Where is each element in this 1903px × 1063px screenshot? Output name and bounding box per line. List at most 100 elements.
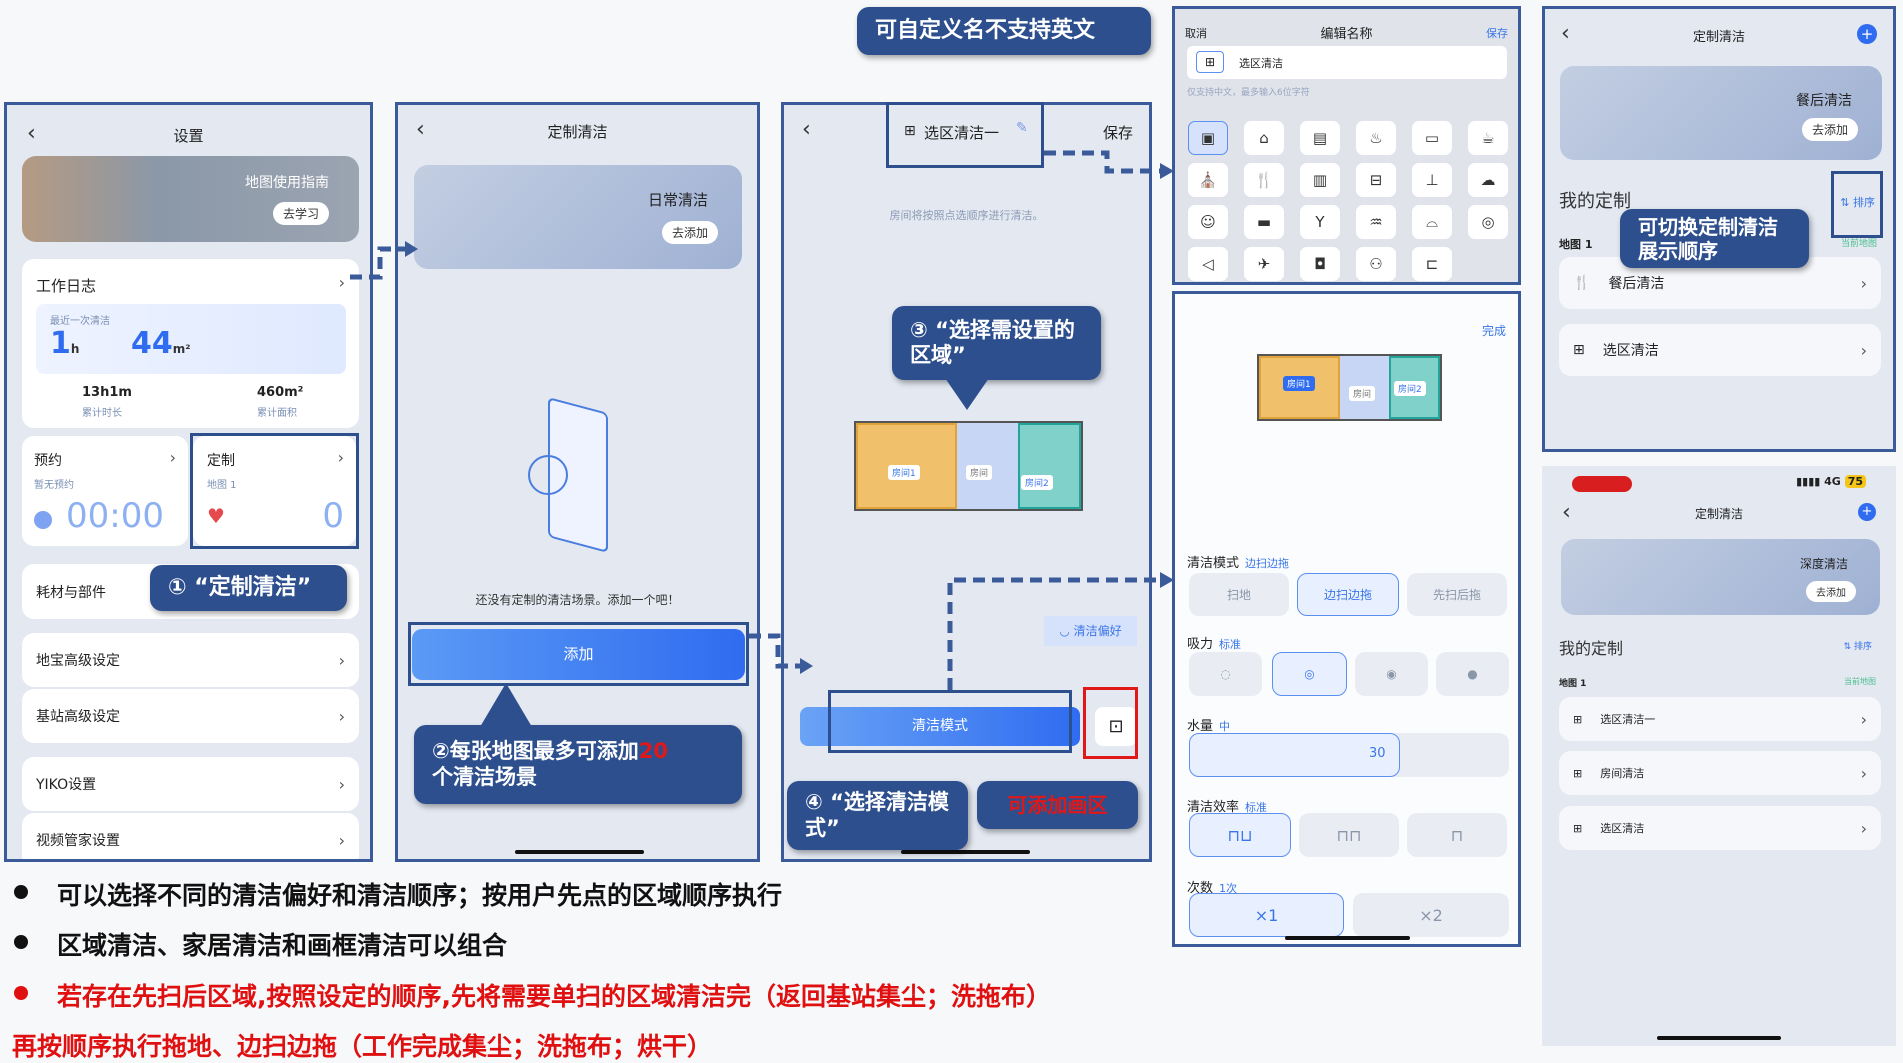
fork-knife-icon: 🍴 xyxy=(1573,275,1591,291)
scene-icon-option[interactable]: ☁ xyxy=(1468,163,1508,197)
back-icon[interactable]: ‹ xyxy=(802,117,811,142)
room-map-mini: 房间1 房间 房间2 xyxy=(1257,354,1442,421)
sort-button[interactable]: ⇅ 排序 xyxy=(1843,642,1872,652)
add-area-highlight xyxy=(1083,687,1138,759)
add-area-button[interactable]: ⊡ xyxy=(1095,707,1137,746)
custom-title: 定制 xyxy=(207,453,235,469)
scene-icon-option[interactable]: ⌓ xyxy=(1412,205,1452,239)
settings-item-yiko[interactable]: YIKO设置› xyxy=(22,757,359,811)
go-add-button[interactable]: 去添加 xyxy=(1806,581,1856,602)
count-1[interactable]: ×1 xyxy=(1189,893,1344,937)
scene-icon-option[interactable]: ▣ xyxy=(1188,121,1228,155)
area-value: 44 xyxy=(131,326,173,361)
scene-icon-option[interactable]: ⊟ xyxy=(1356,163,1396,197)
learn-button[interactable]: 去学习 xyxy=(272,202,329,225)
mode-sweep[interactable]: 扫地 xyxy=(1189,573,1289,616)
scene-icon-option[interactable]: ◘ xyxy=(1300,247,1340,281)
suction-standard[interactable]: ◎ xyxy=(1272,652,1347,696)
page-title: 定制清洁 xyxy=(1692,30,1745,45)
add-button[interactable]: 添加 xyxy=(412,629,745,680)
scene-icon-option[interactable]: ⚇ xyxy=(1356,247,1396,281)
daily-clean-banner[interactable]: 日常清洁 去添加 xyxy=(414,165,742,269)
settings-item-station[interactable]: 基站高级设定› xyxy=(22,689,359,743)
clean-mode-button[interactable]: 清洁模式 xyxy=(800,707,1080,746)
scene-icon-option[interactable]: ♨ xyxy=(1356,121,1396,155)
scene-icon-option[interactable]: 🍴 xyxy=(1244,163,1284,197)
scene-icon-option[interactable]: Y xyxy=(1300,205,1340,239)
mode-label: 清洁模式边扫边拖 xyxy=(1187,552,1289,571)
back-icon[interactable]: ‹ xyxy=(1562,500,1571,525)
map-label: 地图 1 xyxy=(1559,679,1587,689)
recording-indicator xyxy=(1572,476,1632,492)
custom-item[interactable]: ⊞房间清洁› xyxy=(1559,751,1881,795)
fan-icon: ◎ xyxy=(1304,667,1315,681)
custom-item[interactable]: ⊞选区清洁› xyxy=(1559,806,1881,850)
room-1[interactable] xyxy=(856,423,958,509)
back-icon[interactable]: ‹ xyxy=(416,117,425,142)
chevron-right-icon: › xyxy=(338,273,345,292)
suction-max[interactable]: ● xyxy=(1436,652,1509,696)
scene-icon-option[interactable]: ♒ xyxy=(1356,205,1396,239)
scene-icon-option[interactable]: ▥ xyxy=(1300,163,1340,197)
status-bar: ▮▮▮▮ 4G 75 xyxy=(1796,475,1866,488)
scene-icon-option[interactable]: ☺ xyxy=(1188,205,1228,239)
add-icon[interactable]: + xyxy=(1857,24,1877,44)
pref-chip[interactable]: ◡ 清洁偏好 xyxy=(1044,616,1137,646)
mode-sweep-mop[interactable]: 边扫边拖 xyxy=(1297,573,1399,616)
mode-sweep-then-mop[interactable]: 先扫后拖 xyxy=(1407,573,1507,616)
room-3[interactable] xyxy=(1018,423,1081,509)
custom-card[interactable]: 定制 › 地图 1 ♥ 0 xyxy=(193,436,356,546)
count-2[interactable]: ×2 xyxy=(1353,893,1509,937)
custom-item[interactable]: ⊞选区清洁› xyxy=(1559,324,1881,376)
scene-icon-option[interactable]: ✈ xyxy=(1244,247,1284,281)
path-icon: ⊓⊓ xyxy=(1336,825,1362,845)
back-icon[interactable]: ‹ xyxy=(1561,21,1570,46)
water-slider[interactable]: 30 xyxy=(1189,733,1509,777)
suction-quiet[interactable]: ◌ xyxy=(1189,652,1262,696)
efficiency-standard[interactable]: ⊓⊔ xyxy=(1189,813,1291,857)
scene-icon-option[interactable]: ⊏ xyxy=(1412,247,1452,281)
go-add-button[interactable]: 去添加 xyxy=(661,221,718,244)
cancel-button[interactable]: 取消 xyxy=(1185,27,1207,40)
chevron-right-icon: › xyxy=(1860,709,1867,729)
map-guide-banner[interactable]: 地图使用指南 去学习 xyxy=(22,156,359,242)
scene-icon-option[interactable]: ▬ xyxy=(1244,205,1284,239)
work-log-card[interactable]: 工作日志 › 最近一次清洁 1h 44m² 13h1m 累计时长 460m² 累… xyxy=(22,259,359,428)
save-button[interactable]: 保存 xyxy=(1102,124,1133,142)
item-label: 基站高级设定 xyxy=(36,709,120,725)
callout-sort-order: 可切换定制清洁展示顺序 xyxy=(1620,209,1809,268)
efficiency-fast[interactable]: ⊓ xyxy=(1407,813,1507,857)
go-add-button[interactable]: 去添加 xyxy=(1801,118,1858,141)
edit-pencil-icon[interactable]: ✎ xyxy=(1016,120,1028,136)
deep-clean-banner[interactable]: 深度清洁 去添加 xyxy=(1561,539,1880,615)
back-icon[interactable]: ‹ xyxy=(27,121,36,146)
sort-button[interactable]: ⇅ 排序 xyxy=(1840,196,1875,209)
path-icon: ⊓ xyxy=(1450,825,1464,845)
scene-name[interactable]: 选区清洁一 xyxy=(924,124,1000,142)
fan-icon: ◉ xyxy=(1386,667,1397,681)
suction-strong[interactable]: ◉ xyxy=(1355,652,1428,696)
my-custom-title: 我的定制 xyxy=(1559,639,1624,658)
settings-item-deebot[interactable]: 地宝高级设定› xyxy=(22,633,359,687)
scene-icon-option[interactable]: ⌂ xyxy=(1244,121,1284,155)
scene-icon-option[interactable]: ▤ xyxy=(1300,121,1340,155)
settings-item-video[interactable]: 视频管家设置› xyxy=(22,813,359,859)
reservation-card[interactable]: 预约 › 暂无预约 00:00 xyxy=(22,436,188,546)
last-clean-box: 最近一次清洁 1h 44m² xyxy=(36,304,346,374)
scene-icon-option[interactable]: ◁ xyxy=(1188,247,1228,281)
scene-icon-option[interactable]: ⊥ xyxy=(1412,163,1452,197)
add-icon[interactable]: + xyxy=(1858,503,1876,521)
chevron-right-icon: › xyxy=(1860,273,1867,293)
done-button[interactable]: 完成 xyxy=(1481,324,1506,338)
custom-item[interactable]: ⊞选区清洁一› xyxy=(1559,697,1881,741)
arrowhead xyxy=(800,658,813,674)
scene-icon-option[interactable]: ⛪ xyxy=(1188,163,1228,197)
scene-icon-option[interactable]: ☕ xyxy=(1468,121,1508,155)
room-map[interactable]: 房间1 房间 房间2 xyxy=(854,421,1083,511)
scene-icon-option[interactable]: ▭ xyxy=(1412,121,1452,155)
scene-icon-option[interactable]: ◎ xyxy=(1468,205,1508,239)
name-input[interactable]: ⊞ 选区清洁 xyxy=(1187,46,1507,79)
save-button[interactable]: 保存 xyxy=(1486,27,1508,40)
after-meal-banner[interactable]: 餐后清洁 去添加 xyxy=(1560,66,1882,160)
efficiency-deep[interactable]: ⊓⊓ xyxy=(1299,813,1399,857)
